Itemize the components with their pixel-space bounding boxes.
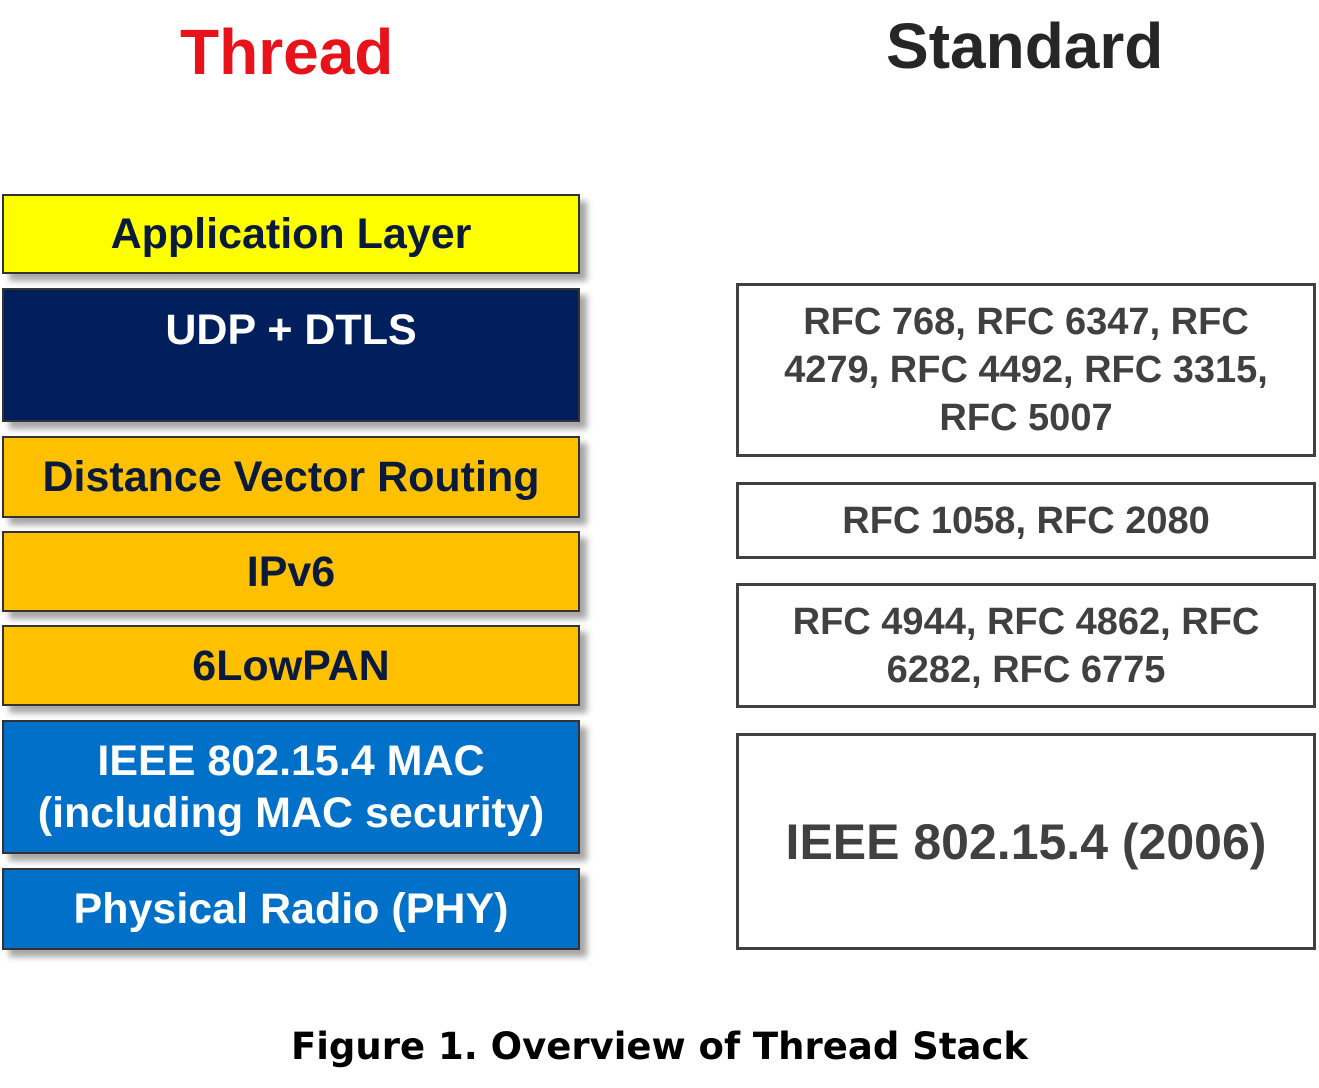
layer-label: IPv6 xyxy=(246,547,336,596)
standard-text: RFC 768, RFC 6347, RFC 4279, RFC 4492, R… xyxy=(784,301,1268,439)
standard-box-transport: RFC 768, RFC 6347, RFC 4279, RFC 4492, R… xyxy=(736,283,1316,457)
thread-heading: Thread xyxy=(180,16,394,88)
standard-box-6lowpan: RFC 4944, RFC 4862, RFC 6282, RFC 6775 xyxy=(736,583,1316,708)
layer-label: UDP + DTLS xyxy=(165,306,417,354)
layer-physical-radio: Physical Radio (PHY) xyxy=(2,868,580,950)
layer-udp-dtls: UDP + DTLS xyxy=(2,288,580,422)
figure-caption: Figure 1. Overview of Thread Stack xyxy=(290,1025,1029,1068)
standard-text: RFC 1058, RFC 2080 xyxy=(842,499,1210,542)
standard-box-ieee: IEEE 802.15.4 (2006) xyxy=(736,733,1316,950)
layer-ipv6: IPv6 xyxy=(2,531,580,612)
layer-6lowpan: 6LowPAN xyxy=(2,625,580,706)
layer-label: IEEE 802.15.4 MAC (including MAC securit… xyxy=(37,737,545,837)
standard-text: RFC 4944, RFC 4862, RFC 6282, RFC 6775 xyxy=(792,600,1260,691)
layer-label: Distance Vector Routing xyxy=(42,453,540,501)
layer-application: Application Layer xyxy=(2,194,580,274)
standard-text: IEEE 802.15.4 (2006) xyxy=(785,813,1267,870)
layer-ieee-mac: IEEE 802.15.4 MAC (including MAC securit… xyxy=(2,720,580,854)
standard-heading: Standard xyxy=(886,10,1164,82)
layer-label: Physical Radio (PHY) xyxy=(73,885,509,933)
layer-label: Application Layer xyxy=(110,210,472,258)
layer-label: 6LowPAN xyxy=(192,641,390,690)
standard-box-routing: RFC 1058, RFC 2080 xyxy=(736,482,1316,559)
layer-distance-vector-routing: Distance Vector Routing xyxy=(2,436,580,518)
